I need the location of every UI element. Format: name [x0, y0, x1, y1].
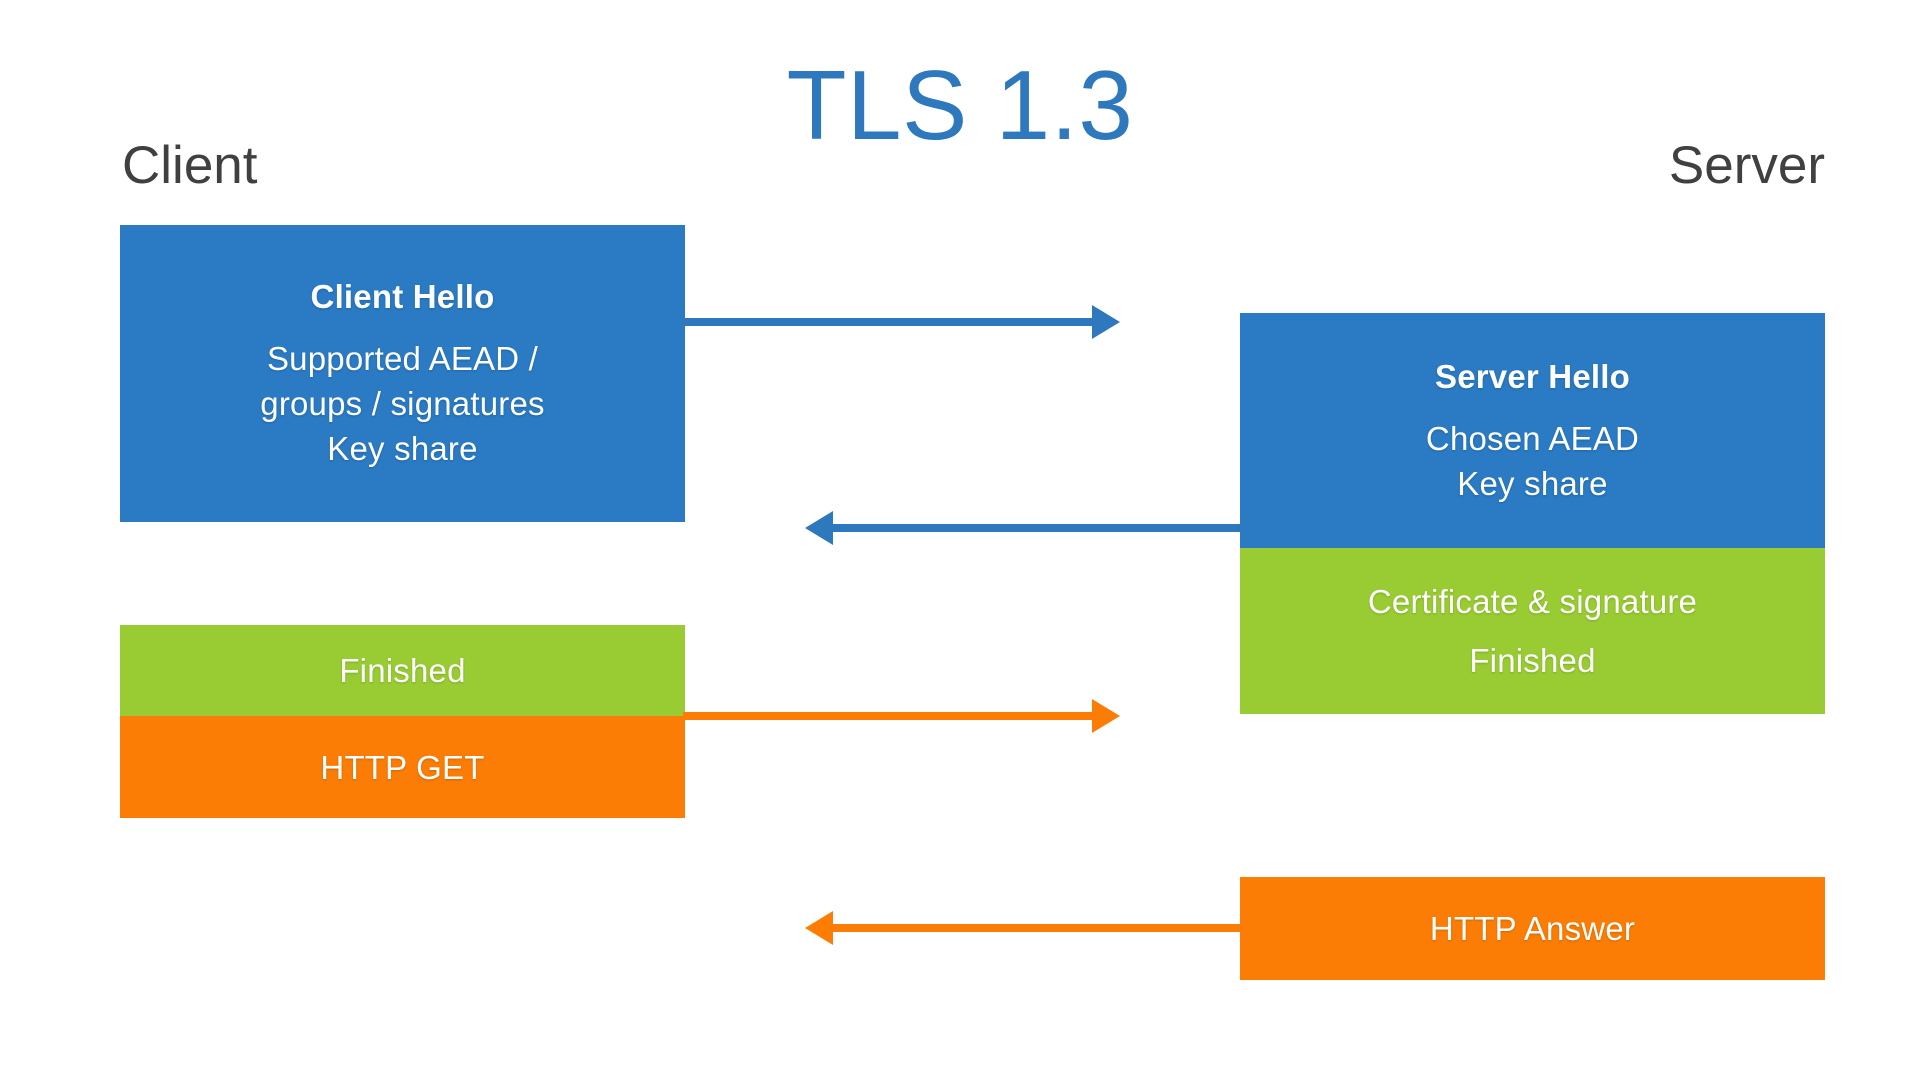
client-hello-arrow-icon — [683, 304, 1120, 340]
server-certificate-box: Certificate & signature Finished — [1240, 548, 1825, 714]
server-http-answer-box: HTTP Answer — [1240, 877, 1825, 980]
server-certificate-line-2: Finished — [1469, 642, 1596, 679]
server-hello-box: Server Hello Chosen AEAD Key share — [1240, 313, 1825, 548]
server-http-answer-label: HTTP Answer — [1429, 910, 1636, 947]
arrow-head — [805, 511, 833, 545]
server-hello-line-1: Chosen AEAD — [1425, 419, 1640, 457]
client-endpoint-label: Client — [122, 136, 258, 195]
client-hello-box: Client Hello Supported AEAD / groups / s… — [120, 225, 685, 522]
client-hello-line-1: Supported AEAD / — [266, 340, 539, 377]
arrow-head — [805, 911, 833, 945]
arrow-shaft — [683, 712, 1093, 720]
client-hello-line-2: groups / signatures — [260, 385, 545, 422]
arrow-shaft — [832, 924, 1242, 932]
arrow-head — [1092, 305, 1120, 339]
server-hello-line-2: Key share — [1457, 464, 1608, 502]
arrow-shaft — [832, 524, 1242, 532]
client-hello-line-3: Key share — [327, 430, 478, 467]
arrow-head — [1092, 699, 1120, 733]
client-finished-label: Finished — [339, 652, 466, 689]
client-http-get-box: HTTP GET — [120, 716, 685, 818]
server-hello-arrow-icon — [805, 510, 1242, 546]
server-hello-title: Server Hello — [1434, 357, 1630, 395]
server-endpoint-label: Server — [1668, 136, 1825, 195]
arrow-shaft — [683, 318, 1093, 326]
client-http-get-label: HTTP GET — [320, 748, 485, 786]
client-finished-box: Finished — [120, 625, 685, 716]
server-certificate-line-1: Certificate & signature — [1367, 583, 1698, 620]
http-answer-arrow-icon — [805, 910, 1242, 946]
http-get-arrow-icon — [683, 698, 1120, 734]
client-hello-title: Client Hello — [310, 278, 495, 315]
page-title: TLS 1.3 — [786, 50, 1134, 160]
